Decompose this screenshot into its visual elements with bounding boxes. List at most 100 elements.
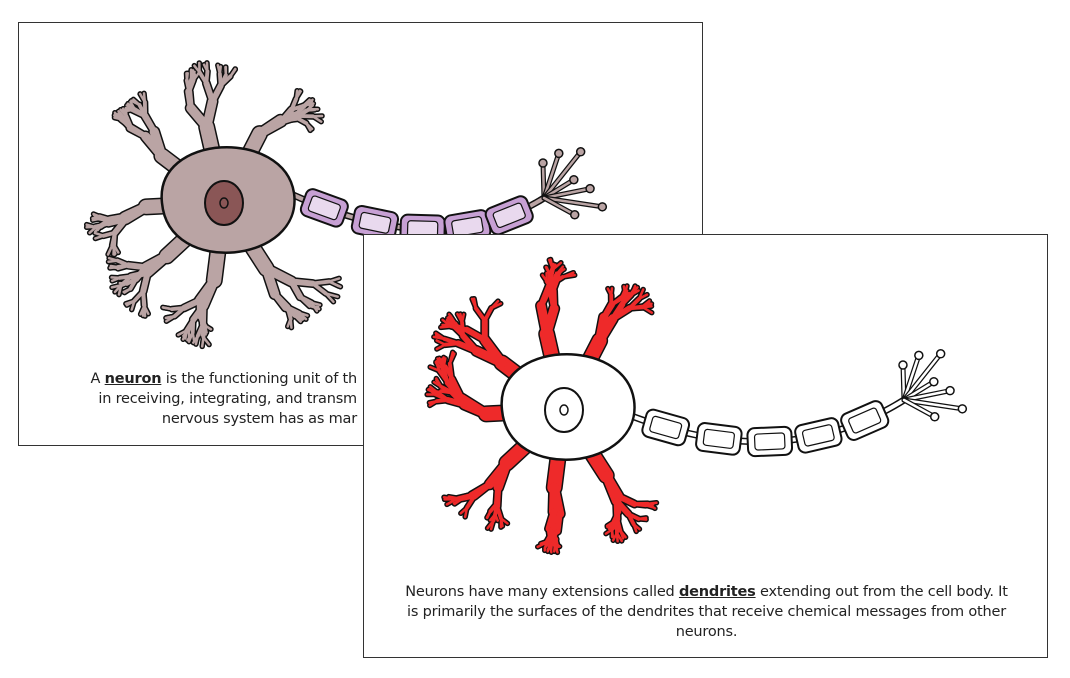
dendrite-branch bbox=[489, 519, 495, 531]
dendrite-branch bbox=[286, 317, 292, 328]
dendrite-branch bbox=[432, 380, 443, 389]
dendrite-branch bbox=[493, 458, 512, 492]
dendrite-branch bbox=[615, 531, 623, 543]
dendrite-branch bbox=[327, 277, 341, 283]
dendrite-branch bbox=[261, 264, 280, 299]
dendrite-branch bbox=[93, 231, 105, 237]
dendrite-branch bbox=[142, 92, 147, 104]
dendrite-branch bbox=[200, 336, 205, 348]
card-caption: Neurons have many extensions called dend… bbox=[404, 582, 1009, 642]
dendrite-branch bbox=[285, 305, 293, 321]
dendrite-branch bbox=[609, 297, 623, 307]
dendrite-branch bbox=[218, 73, 228, 88]
dendrite-branch bbox=[310, 301, 322, 307]
axon-terminal bbox=[542, 187, 592, 200]
dendrite-branch bbox=[298, 311, 309, 317]
dendrite-branch bbox=[91, 217, 102, 222]
synaptic-bouton bbox=[575, 147, 586, 157]
axon-terminal bbox=[902, 398, 936, 419]
axon-terminal bbox=[902, 354, 921, 402]
dendrite-branch bbox=[198, 314, 208, 328]
dendrite-branch bbox=[165, 314, 176, 319]
dendrite-branch bbox=[255, 115, 285, 139]
dendrite-branch bbox=[113, 113, 123, 121]
synaptic-bouton bbox=[945, 385, 955, 396]
dendrite-branch bbox=[471, 346, 507, 368]
caption-text: nervous system has as mar bbox=[161, 411, 357, 427]
myelin-sheath bbox=[299, 188, 349, 228]
dendrite-branch bbox=[456, 312, 464, 324]
dendrite-branch bbox=[474, 306, 487, 323]
dendrite-branch bbox=[482, 306, 494, 323]
myelin-inner bbox=[753, 432, 786, 451]
dendrite-branch bbox=[107, 259, 119, 264]
nucleus bbox=[204, 180, 244, 226]
dendrite-branch bbox=[94, 221, 111, 229]
dendrite-branch bbox=[304, 108, 316, 112]
dendrite-branch bbox=[428, 399, 439, 404]
myelin-sheath bbox=[840, 400, 890, 441]
dendrite-branch bbox=[561, 271, 575, 279]
dendrite-branch bbox=[460, 332, 480, 354]
myelin-inner bbox=[702, 428, 735, 449]
dendrite-branch bbox=[627, 296, 642, 311]
dendrite-branch bbox=[85, 225, 98, 229]
dendrite-branch bbox=[627, 290, 636, 298]
myelin-sheath bbox=[746, 425, 794, 458]
dendrite-branch bbox=[161, 306, 174, 311]
synaptic-bouton bbox=[957, 404, 968, 414]
caption-text: extending out from the cell body. It is … bbox=[407, 584, 1008, 640]
synaptic-bouton bbox=[569, 174, 579, 185]
dendrite-branch bbox=[613, 498, 632, 517]
dendrite-branch bbox=[304, 121, 312, 132]
dendrite-branch bbox=[444, 379, 465, 402]
dendrite-branch bbox=[432, 389, 443, 395]
dendrite-branch bbox=[626, 512, 636, 527]
dendrite-branch bbox=[609, 301, 626, 322]
dendrite-branch bbox=[470, 297, 478, 310]
term-neuron: neuron bbox=[104, 371, 162, 387]
dendrite-branch bbox=[137, 102, 148, 118]
dendrite-branch bbox=[119, 108, 128, 118]
synaptic-bouton bbox=[554, 148, 564, 159]
dendrite-branch bbox=[310, 279, 332, 286]
synaptic-bouton bbox=[585, 183, 595, 194]
dendrite-branch bbox=[547, 529, 560, 543]
dendrite-branch bbox=[294, 103, 306, 117]
dendrite-branch bbox=[293, 314, 302, 323]
caption-text: is the functioning unit of th bbox=[161, 371, 357, 387]
dendrite-branch bbox=[554, 510, 563, 535]
dendrite-branch bbox=[440, 367, 450, 385]
dendrite-branch bbox=[640, 304, 652, 308]
dendrite-branch bbox=[117, 274, 133, 280]
dendrite-branch bbox=[443, 364, 454, 381]
caption-text: in receiving, integrating, and transm bbox=[98, 391, 357, 407]
dendrite-branch bbox=[601, 301, 615, 321]
dendrite-branch bbox=[499, 517, 509, 525]
myelin-inner bbox=[848, 407, 882, 434]
caption-text: Neurons have many extensions called bbox=[405, 584, 679, 600]
dendrite-branch bbox=[637, 517, 648, 521]
dendrite-branch bbox=[133, 264, 149, 282]
dendrite-branch bbox=[186, 77, 194, 94]
dendrite-branch bbox=[547, 285, 558, 312]
dendrite-branch bbox=[119, 282, 129, 288]
card-caption: A neuron is the functioning unit of th i… bbox=[19, 369, 358, 429]
dendrite-branch bbox=[541, 273, 549, 283]
axon-terminal bbox=[542, 196, 576, 217]
myelin-sheath bbox=[695, 422, 743, 456]
dendrite-branch bbox=[457, 393, 491, 419]
dendrite-branch bbox=[453, 321, 466, 338]
dendrite-branch bbox=[141, 251, 172, 272]
axon-terminal bbox=[902, 389, 952, 402]
myelin-sheath bbox=[641, 408, 691, 447]
dendrite-branch bbox=[439, 389, 455, 395]
dendrite-branch bbox=[203, 80, 216, 105]
dendrite-branch bbox=[620, 293, 631, 307]
dendrite-branch bbox=[601, 471, 622, 506]
axon-terminal bbox=[902, 398, 964, 411]
dendrite-branch bbox=[176, 329, 188, 337]
myelin-inner bbox=[307, 195, 341, 221]
dendrite-branch bbox=[140, 269, 151, 295]
dendrite-branch bbox=[121, 202, 151, 224]
